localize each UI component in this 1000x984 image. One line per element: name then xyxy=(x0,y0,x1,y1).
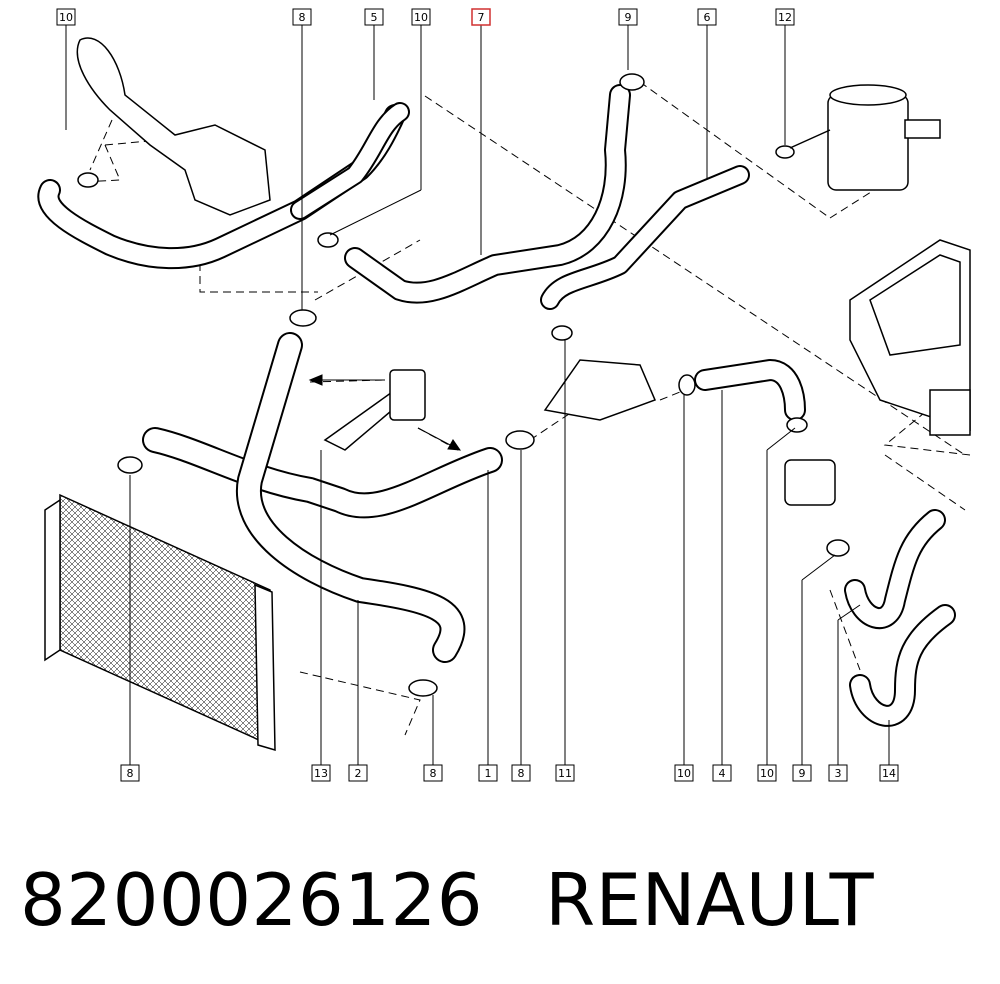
clamp-12 xyxy=(775,145,795,159)
top-callout-box xyxy=(697,8,717,26)
bottom-callout-box xyxy=(311,764,331,782)
top-callout-8: 8 xyxy=(292,8,312,26)
top-callout-box xyxy=(364,8,384,26)
top-callout-10: 10 xyxy=(56,8,76,26)
bottom-callout-label: 14 xyxy=(882,767,896,780)
clamp-8-bottom xyxy=(408,679,438,697)
bottom-callout-box xyxy=(792,764,812,782)
bottom-callout-label: 2 xyxy=(355,767,362,780)
bottom-callout-11: 11 xyxy=(555,764,575,782)
callouts-bottom: 8 13 2 8 1 8 11 10 4 10 9 3 14 xyxy=(120,764,899,782)
fittings xyxy=(543,359,971,506)
bottom-callout-label: 8 xyxy=(127,767,134,780)
bottom-callout-box xyxy=(555,764,575,782)
bottom-callout-box xyxy=(879,764,899,782)
radiator xyxy=(44,493,276,752)
clamp-8-mid xyxy=(505,430,535,450)
top-callout-6: 6 xyxy=(697,8,717,26)
bottom-callout-label: 10 xyxy=(677,767,691,780)
bottom-callout-box xyxy=(757,764,777,782)
bottom-callout-label: 11 xyxy=(558,767,572,780)
top-callout-label: 10 xyxy=(414,11,428,24)
clamp-8-top xyxy=(289,309,317,327)
bottom-callout-1: 1 xyxy=(478,764,498,782)
clamp-10-far xyxy=(786,417,808,433)
bottom-callout-13: 13 xyxy=(311,764,331,782)
thermostat-housing xyxy=(76,37,271,216)
hoses xyxy=(37,84,956,727)
top-callout-box xyxy=(292,8,312,26)
top-callout-10: 10 xyxy=(411,8,431,26)
bottom-callout-label: 1 xyxy=(485,767,492,780)
top-callout-9: 9 xyxy=(618,8,638,26)
bottom-callout-label: 4 xyxy=(719,767,726,780)
clamp-9-bottom xyxy=(826,539,850,557)
clamp-9-top xyxy=(619,73,645,91)
bottom-callout-4: 4 xyxy=(712,764,732,782)
bottom-callout-9: 9 xyxy=(792,764,812,782)
bottom-callout-box xyxy=(478,764,498,782)
bottom-callout-label: 8 xyxy=(518,767,525,780)
bottom-callout-3: 3 xyxy=(828,764,848,782)
bottom-callout-8: 8 xyxy=(423,764,443,782)
top-callout-5: 5 xyxy=(364,8,384,26)
bottom-callout-8: 8 xyxy=(120,764,140,782)
top-callout-label: 12 xyxy=(778,11,792,24)
bottom-callout-label: 3 xyxy=(835,767,842,780)
bottom-callout-10: 10 xyxy=(674,764,694,782)
top-callout-box xyxy=(471,8,491,26)
parts-diagram: 10 8 5 10 7 9 6 12 8 13 2 8 1 8 11 10 4 10 9 3 14 xyxy=(37,8,971,782)
bottom-callout-14: 14 xyxy=(879,764,899,782)
bottom-callout-2: 2 xyxy=(348,764,368,782)
top-callout-box xyxy=(775,8,795,26)
bottom-callout-10: 10 xyxy=(757,764,777,782)
top-callout-box xyxy=(618,8,638,26)
bottom-callout-box xyxy=(712,764,732,782)
bottom-callout-box xyxy=(423,764,443,782)
clamp-8-left xyxy=(117,456,143,474)
part-number: 8200026126 xyxy=(20,858,484,942)
callouts-top: 10 8 5 10 7 9 6 12 xyxy=(56,8,795,26)
top-callout-label: 7 xyxy=(478,11,485,24)
bottom-callout-label: 8 xyxy=(430,767,437,780)
top-callout-label: 8 xyxy=(299,11,306,24)
footer: 8200026126 RENAULT xyxy=(20,858,874,942)
bottom-callout-label: 9 xyxy=(799,767,806,780)
bottom-callout-box xyxy=(511,764,531,782)
bracket xyxy=(323,369,426,451)
top-callout-box xyxy=(411,8,431,26)
bottom-callout-label: 13 xyxy=(314,767,328,780)
top-callout-label: 9 xyxy=(625,11,632,24)
clamp-10-right xyxy=(678,374,696,396)
top-callout-box xyxy=(56,8,76,26)
leader-lines xyxy=(65,25,890,765)
clamp-10-top xyxy=(317,232,339,248)
bottom-callout-label: 10 xyxy=(760,767,774,780)
arrows xyxy=(308,374,462,451)
top-callout-label: 10 xyxy=(59,11,73,24)
bottom-callout-8: 8 xyxy=(511,764,531,782)
top-callout-12: 12 xyxy=(775,8,795,26)
bottom-callout-box xyxy=(828,764,848,782)
clamp-11 xyxy=(551,325,573,341)
bottom-callout-box xyxy=(120,764,140,782)
top-callout-label: 5 xyxy=(371,11,378,24)
brand-name: RENAULT xyxy=(545,858,875,942)
bottom-callout-box xyxy=(348,764,368,782)
clamps xyxy=(77,73,850,697)
top-callout-label: 6 xyxy=(704,11,711,24)
top-callout-7: 7 xyxy=(471,8,491,26)
bottom-callout-box xyxy=(674,764,694,782)
expansion-tank xyxy=(789,84,941,191)
